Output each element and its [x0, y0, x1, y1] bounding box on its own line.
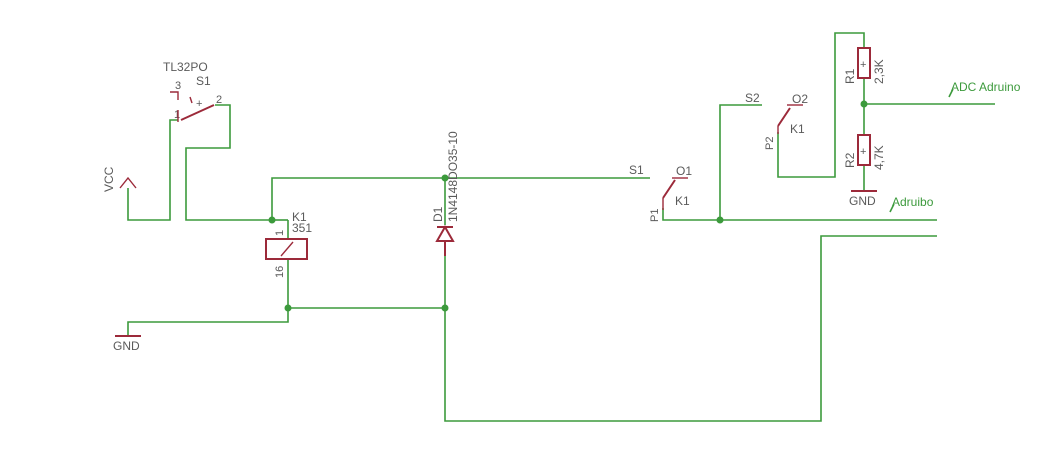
- resistor-r1-value: 2,3K: [872, 59, 886, 84]
- switch-s1-arrow-icon: [189, 96, 193, 104]
- diode-d1-name: D1: [431, 206, 445, 222]
- vcc-symbol: VCC: [102, 166, 137, 192]
- resistor-r1-body-icon: [857, 47, 871, 79]
- junctions: [268, 100, 868, 312]
- wire-p2-network: [777, 32, 865, 178]
- switch-s1-type: TL32PO: [163, 60, 208, 74]
- net-labels: ADC Adruino Adruibo: [889, 80, 1021, 213]
- wire-p1-adruibo: [662, 208, 937, 221]
- relay-contact-1: S1 O1 K1 P1: [629, 163, 692, 222]
- resistor-r2-plus: +: [860, 146, 866, 158]
- relay-k1-value: 351: [292, 221, 312, 235]
- contact-2-s: S2: [745, 91, 760, 105]
- contact-2-lever-icon: [777, 107, 791, 127]
- relay-k1: K1 351 1 16: [265, 210, 312, 278]
- net-adc-label: ADC Adruino: [951, 80, 1021, 94]
- contact-1-lever-icon: [662, 179, 676, 199]
- diode-d1-body-icon: [435, 224, 455, 242]
- wire-vcc-switch: [127, 119, 178, 221]
- diode-d1: D1 1N4148DO35-10: [431, 131, 460, 256]
- relay-k1-coil-slash: [280, 241, 294, 257]
- relay-k1-pin1: 1: [274, 230, 286, 236]
- relay-k1-name: K1: [292, 210, 307, 224]
- contact-2-k: K1: [790, 122, 805, 136]
- junction-diode-bottom: [441, 304, 449, 312]
- vcc-label: VCC: [102, 166, 116, 192]
- wire-top-rail: [271, 177, 650, 220]
- contact-1-o: O1: [676, 164, 692, 178]
- switch-s1: TL32PO S1 3 1 2 +: [163, 60, 222, 122]
- switch-s1-pin3-lead: [170, 91, 179, 100]
- contact-1-p: P1: [649, 209, 661, 222]
- resistor-r2: + R2 4,7K: [843, 134, 886, 170]
- switch-s1-name: S1: [196, 74, 211, 88]
- switch-s1-lever-icon: [180, 104, 215, 121]
- relay-k1-pin16: 16: [274, 266, 286, 278]
- diode-d1-value: 1N4148DO35-10: [446, 131, 460, 222]
- switch-s1-pin1: 1: [174, 109, 180, 121]
- wire-s2-branch: [719, 104, 762, 220]
- resistor-r2-body-icon: [857, 134, 871, 166]
- net-adruibo-tick: [889, 203, 895, 213]
- contact-1-k: K1: [675, 194, 690, 208]
- resistor-r1-name: R1: [843, 68, 857, 84]
- junction-relay-top: [268, 216, 276, 224]
- gnd-symbol-right: GND: [849, 190, 877, 208]
- resistor-r1-plus: +: [860, 59, 866, 71]
- resistor-r2-value: 4,7K: [872, 145, 886, 170]
- gnd-label-left: GND: [113, 339, 140, 353]
- wire-bottom-loop: [444, 235, 937, 422]
- vcc-arrow-icon: [119, 176, 137, 189]
- wires: [127, 32, 995, 422]
- junction-diode-top: [441, 174, 449, 182]
- relay-contact-2: S2 O2 K1 P2: [745, 91, 808, 150]
- wire-gnd-rail: [127, 307, 445, 335]
- net-adc-tick: [948, 88, 954, 98]
- junction-adc: [860, 100, 868, 108]
- junction-relay-bottom: [284, 304, 292, 312]
- contact-1-s: S1: [629, 163, 644, 177]
- net-adruibo-label: Adruibo: [892, 195, 934, 209]
- switch-s1-plus: +: [196, 98, 202, 110]
- contact-2-o: O2: [792, 92, 808, 106]
- relay-k1-coil-icon: [265, 238, 308, 260]
- switch-s1-pin2: 2: [216, 94, 222, 106]
- junction-adruibo: [716, 216, 724, 224]
- resistor-r2-name: R2: [843, 152, 857, 168]
- contact-2-p: P2: [764, 137, 776, 150]
- switch-s1-pin3: 3: [175, 80, 181, 92]
- gnd-label-right: GND: [849, 194, 876, 208]
- wire-switch-relay: [185, 104, 272, 221]
- gnd-symbol-left: GND: [113, 335, 141, 353]
- resistor-r1: + R1 2,3K: [843, 47, 886, 84]
